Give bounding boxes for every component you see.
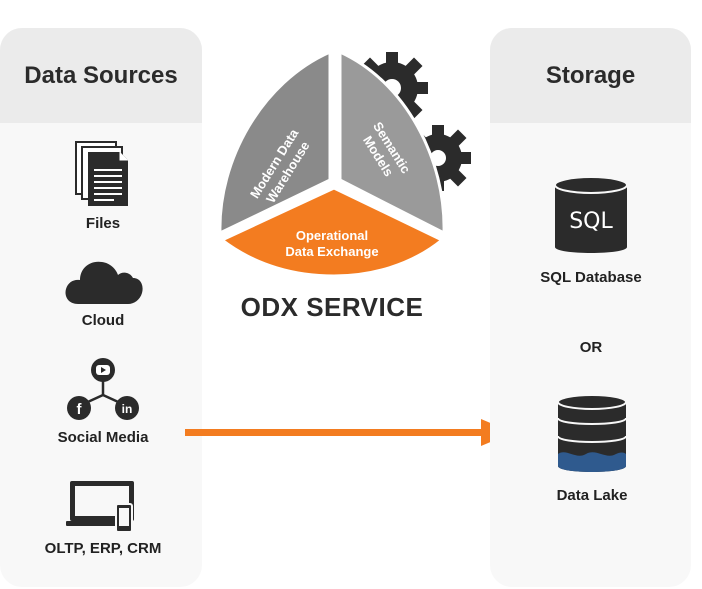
data-lake-icon — [557, 394, 627, 472]
files-icon — [75, 141, 128, 206]
odx-service-title: ODX SERVICE — [240, 292, 424, 322]
flow-arrow-icon — [185, 419, 513, 446]
cloud-label: Cloud — [81, 312, 125, 329]
devices-label: OLTP, ERP, CRM — [44, 540, 162, 557]
odx-service-graphic: Modern DataWarehouse SemanticModels Oper… — [218, 49, 471, 278]
or-separator: OR — [579, 339, 603, 356]
social-media-label: Social Media — [57, 429, 149, 446]
svg-text:SQL: SQL — [569, 209, 613, 234]
cloud-icon — [65, 261, 143, 304]
devices-icon — [66, 481, 134, 533]
operational-data-exchange-segment — [219, 186, 445, 278]
svg-text:in: in — [122, 402, 133, 416]
semantic-models-segment — [338, 49, 446, 236]
data-lake-label: Data Lake — [556, 487, 628, 504]
svg-text:f: f — [77, 401, 83, 418]
sql-database-icon: SQL — [554, 176, 628, 253]
modern-data-warehouse-segment — [218, 49, 332, 236]
sql-database-label: SQL Database — [540, 269, 642, 286]
social-media-icon: f in — [67, 358, 139, 420]
files-label: Files — [85, 215, 121, 232]
data-sources-title: Data Sources — [0, 28, 202, 123]
storage-title: Storage — [490, 28, 691, 123]
storage-panel: Storage — [490, 28, 691, 587]
